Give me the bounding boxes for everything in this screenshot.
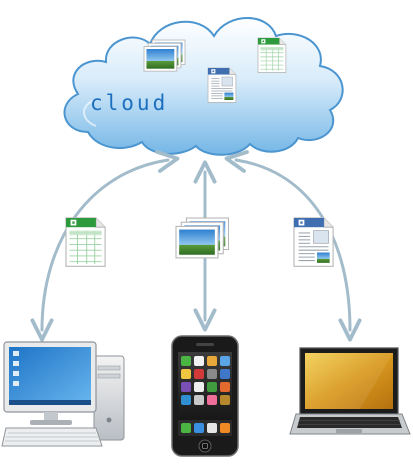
smartphone-icon	[171, 335, 239, 457]
spreadsheet-icon	[65, 217, 106, 267]
photo-stack-icon	[143, 39, 186, 72]
arrow-desktop	[30, 150, 180, 342]
document-icon	[293, 217, 334, 267]
desktop-computer-icon	[1, 341, 125, 447]
laptop-icon	[289, 347, 411, 435]
app-grid	[178, 356, 232, 436]
document-icon	[207, 67, 237, 103]
photo-stack-icon	[175, 217, 230, 259]
spreadsheet-icon	[257, 37, 287, 73]
cloud-shape	[63, 17, 344, 156]
cloud-label: cloud	[90, 91, 168, 115]
arrow-laptop	[224, 150, 362, 342]
